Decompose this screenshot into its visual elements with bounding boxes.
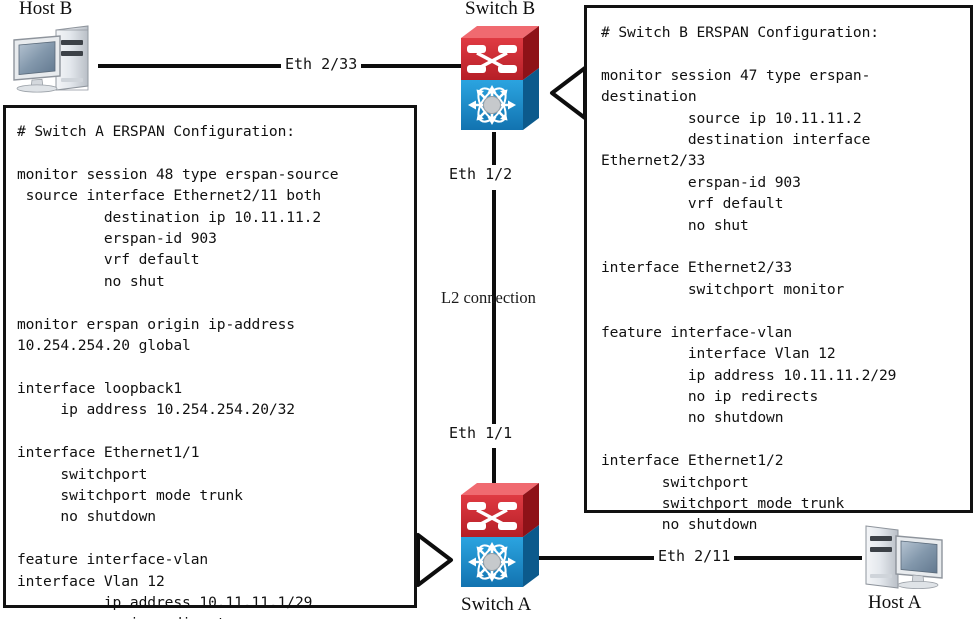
switch-b-config-text: # Switch B ERSPAN Configuration: monitor… (601, 24, 897, 534)
link-switchb-vertical-upper (492, 132, 496, 166)
link-label-l2-connection: L2 connection (441, 288, 536, 307)
left-pointing-triangle-icon (549, 64, 589, 122)
link-label-eth-1-2: Eth 1/2 (445, 165, 517, 183)
link-label-eth-2-11: Eth 2/11 (654, 547, 735, 565)
switch-b-config-box: # Switch B ERSPAN Configuration: monitor… (584, 5, 973, 533)
switch-a-icon (455, 481, 545, 593)
node-label-host-b: Host B (19, 0, 73, 19)
host-b-computer-icon (10, 22, 102, 94)
node-label-host-a: Host A (868, 592, 922, 613)
switch-a-config-text: # Switch A ERSPAN Configuration: monitor… (17, 123, 339, 619)
link-label-eth-1-1: Eth 1/1 (445, 424, 517, 442)
node-label-switch-b: Switch B (465, 0, 536, 19)
link-switchb-vertical-lower (492, 190, 496, 290)
host-a-computer-icon (856, 520, 948, 592)
switch-a-config-box: # Switch A ERSPAN Configuration: monitor… (3, 105, 417, 619)
link-middle-vertical (492, 290, 496, 424)
node-label-switch-a: Switch A (461, 594, 532, 615)
link-label-eth-2-33: Eth 2/33 (281, 55, 362, 73)
right-pointing-triangle-icon (414, 531, 454, 589)
switch-b-icon (455, 24, 545, 136)
link-switcha-vertical (492, 448, 496, 488)
